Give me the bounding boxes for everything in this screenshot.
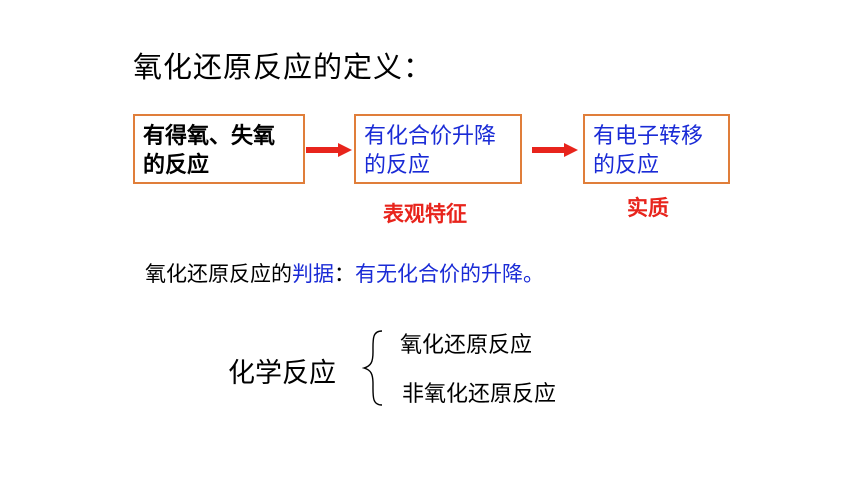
- criterion-content: 有无化合价的升降。: [355, 262, 544, 286]
- box3-line1: 有电子转移: [593, 124, 704, 149]
- criterion-sentence: 氧化还原反应的判据：有无化合价的升降。: [145, 258, 544, 288]
- classification-item-non-redox: 非氧化还原反应: [402, 382, 557, 407]
- box2-line1: 有化合价升降: [364, 124, 497, 149]
- curly-brace-icon: [362, 330, 383, 406]
- tag-apparent-feature: 表观特征: [383, 202, 467, 226]
- classification-label: 化学反应: [228, 358, 336, 389]
- criterion-prefix: 氧化还原反应的: [145, 262, 292, 286]
- classification-item-redox: 氧化还原反应: [400, 333, 533, 358]
- criterion-keyword: 判据: [292, 262, 334, 286]
- definition-box-oxygen: 有得氧、失氧 的反应: [133, 114, 305, 184]
- criterion-colon: ：: [334, 262, 355, 286]
- right-arrow-icon: [532, 143, 578, 157]
- page-title: 氧化还原反应的定义：: [133, 50, 434, 84]
- definition-box-valence: 有化合价升降 的反应: [354, 114, 522, 184]
- box1-line2: 的反应: [143, 153, 210, 178]
- box1-line1: 有得氧、失氧: [143, 124, 276, 149]
- right-arrow-icon: [306, 143, 352, 157]
- box3-line2: 的反应: [593, 153, 660, 178]
- tag-essence: 实质: [627, 196, 669, 220]
- box2-line2: 的反应: [364, 153, 431, 178]
- definition-box-electron: 有电子转移 的反应: [583, 114, 730, 184]
